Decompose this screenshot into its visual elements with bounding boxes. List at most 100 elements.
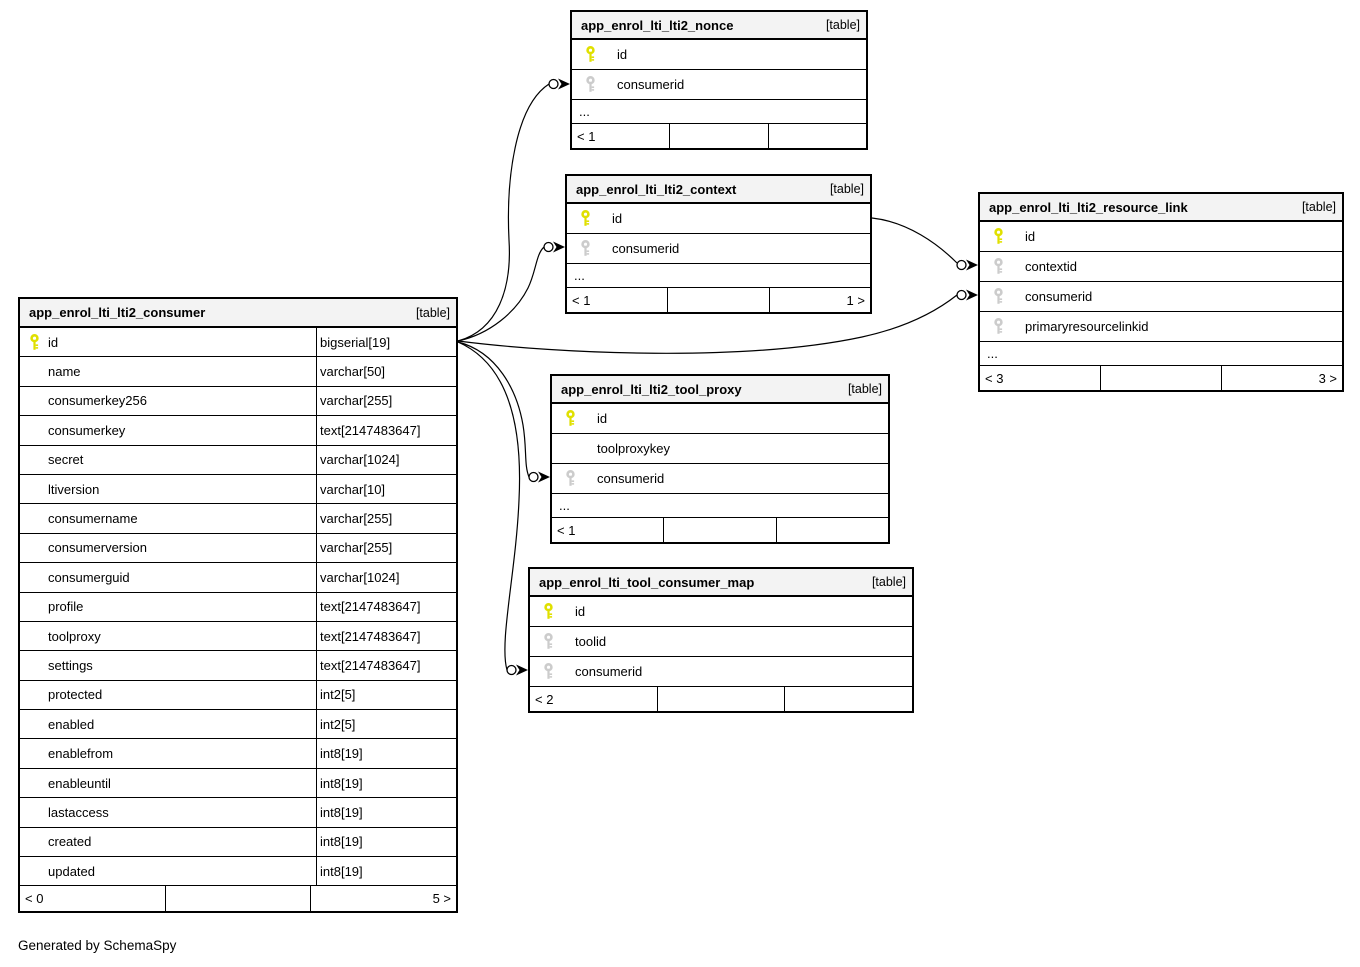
- table-app_enrol_lti_lti2_tool_proxy: app_enrol_lti_lti2_tool_proxy [table] id…: [550, 374, 890, 544]
- table-footer: < 1: [572, 124, 866, 148]
- circle-marker: [506, 664, 517, 676]
- column-name: settings: [48, 657, 93, 673]
- table-header[interactable]: app_enrol_lti_lti2_nonce [table]: [572, 12, 866, 40]
- table-header[interactable]: app_enrol_lti_lti2_consumer [table]: [20, 299, 456, 328]
- column-row-consumerid: consumerid: [567, 234, 870, 264]
- column-type: varchar[255]: [316, 533, 456, 563]
- circle-marker: [528, 471, 539, 483]
- column-type: int8[19]: [316, 739, 456, 768]
- column-name: created: [48, 834, 92, 850]
- footer-children: 5 >: [310, 886, 456, 912]
- column-row-toolid: toolid: [530, 627, 912, 657]
- column-type: int8[19]: [316, 857, 456, 886]
- column-name: id: [597, 411, 608, 426]
- foreign-key-icon: [552, 470, 597, 487]
- table-app_enrol_lti_lti2_context: app_enrol_lti_lti2_context [table] id con…: [565, 174, 872, 314]
- foreign-key-icon: [980, 258, 1025, 275]
- column-row-id: id: [530, 597, 912, 627]
- column-name: id: [575, 604, 586, 619]
- primary-key-icon: [572, 46, 617, 63]
- footer-parents: < 0: [25, 891, 44, 907]
- foreign-key-icon: [980, 288, 1025, 305]
- table-header[interactable]: app_enrol_lti_tool_consumer_map [table]: [530, 569, 912, 597]
- table-name: app_enrol_lti_lti2_tool_proxy: [561, 381, 742, 397]
- column-name: contextid: [1025, 259, 1078, 274]
- relationship-consumer-to-tool-proxy: [457, 341, 550, 483]
- column-name: consumername: [48, 511, 138, 527]
- table-header[interactable]: app_enrol_lti_lti2_tool_proxy [table]: [552, 376, 888, 404]
- table-header[interactable]: app_enrol_lti_lti2_context [table]: [567, 176, 870, 204]
- circle-marker: [548, 78, 559, 90]
- column-name: enabled: [48, 716, 95, 732]
- column-type: int2[5]: [316, 680, 456, 710]
- column-name: toolproxykey: [597, 441, 670, 456]
- column-name: protected: [48, 687, 103, 703]
- column-row-id: id: [552, 404, 888, 434]
- foreign-key-icon: [980, 318, 1025, 335]
- column-type: varchar[1024]: [316, 445, 456, 474]
- column-name: id: [48, 334, 59, 350]
- arrowhead-marker: [553, 241, 565, 253]
- footer-children: 1 >: [768, 288, 870, 312]
- footer-children: [784, 687, 912, 711]
- relationship-context-to-resource-link: [871, 217, 978, 271]
- table-header[interactable]: app_enrol_lti_lti2_resource_link [table]: [980, 194, 1342, 222]
- relationship-line: [457, 341, 530, 478]
- column-row-primaryresourcelinkid: primaryresourcelinkid: [980, 312, 1342, 342]
- column-name: consumerid: [575, 664, 643, 679]
- table-tag: [table]: [847, 382, 882, 396]
- column-type: text[2147483647]: [316, 592, 456, 621]
- column-row-id: id: [567, 204, 870, 234]
- column-name: consumerid: [612, 241, 680, 256]
- arrowhead-marker: [966, 289, 978, 301]
- column-row-contextid: contextid: [980, 252, 1342, 282]
- footer-middle-cell: [663, 518, 775, 542]
- arrowhead-marker: [966, 259, 978, 271]
- table-footer: < 2: [530, 687, 912, 711]
- circle-marker: [956, 289, 967, 301]
- ellipsis-row: ...: [572, 100, 866, 124]
- relationship-consumer-to-nonce: [457, 78, 570, 342]
- footer-middle-cell: [1100, 366, 1221, 390]
- column-row-toolproxykey: toolproxykey: [552, 434, 888, 464]
- column-row-protected: protected int2[5]: [20, 680, 456, 711]
- footer-parents: < 1: [577, 128, 596, 144]
- column-name: consumerid: [1025, 289, 1093, 304]
- primary-key-icon: [530, 603, 575, 620]
- table-tag: [table]: [1301, 200, 1336, 214]
- primary-key-icon: [552, 410, 597, 427]
- arrowhead-marker: [538, 471, 550, 483]
- column-name: consumerguid: [48, 569, 130, 585]
- footer-parents: < 1: [572, 292, 591, 308]
- ellipsis-row: ...: [567, 264, 870, 288]
- table-footer: < 0 5 >: [20, 886, 456, 912]
- column-name: id: [1025, 229, 1036, 244]
- primary-key-icon: [567, 210, 612, 227]
- column-type: varchar[50]: [316, 357, 456, 386]
- generated-by-note: Generated by SchemaSpy: [18, 938, 177, 953]
- column-name: id: [612, 211, 623, 226]
- column-type: int2[5]: [316, 710, 456, 739]
- table-tag: [table]: [825, 18, 860, 32]
- column-row-id: id: [572, 40, 866, 70]
- column-name: primaryresourcelinkid: [1025, 319, 1149, 334]
- column-name: enablefrom: [48, 746, 114, 762]
- table-tag: [table]: [871, 575, 906, 589]
- column-row-consumerid: consumerid: [572, 70, 866, 100]
- table-name: app_enrol_lti_lti2_resource_link: [989, 199, 1188, 215]
- column-name: consumerversion: [48, 540, 147, 556]
- column-name: consumerkey256: [48, 393, 147, 409]
- footer-parents: < 1: [557, 522, 576, 538]
- column-type: varchar[10]: [316, 474, 456, 504]
